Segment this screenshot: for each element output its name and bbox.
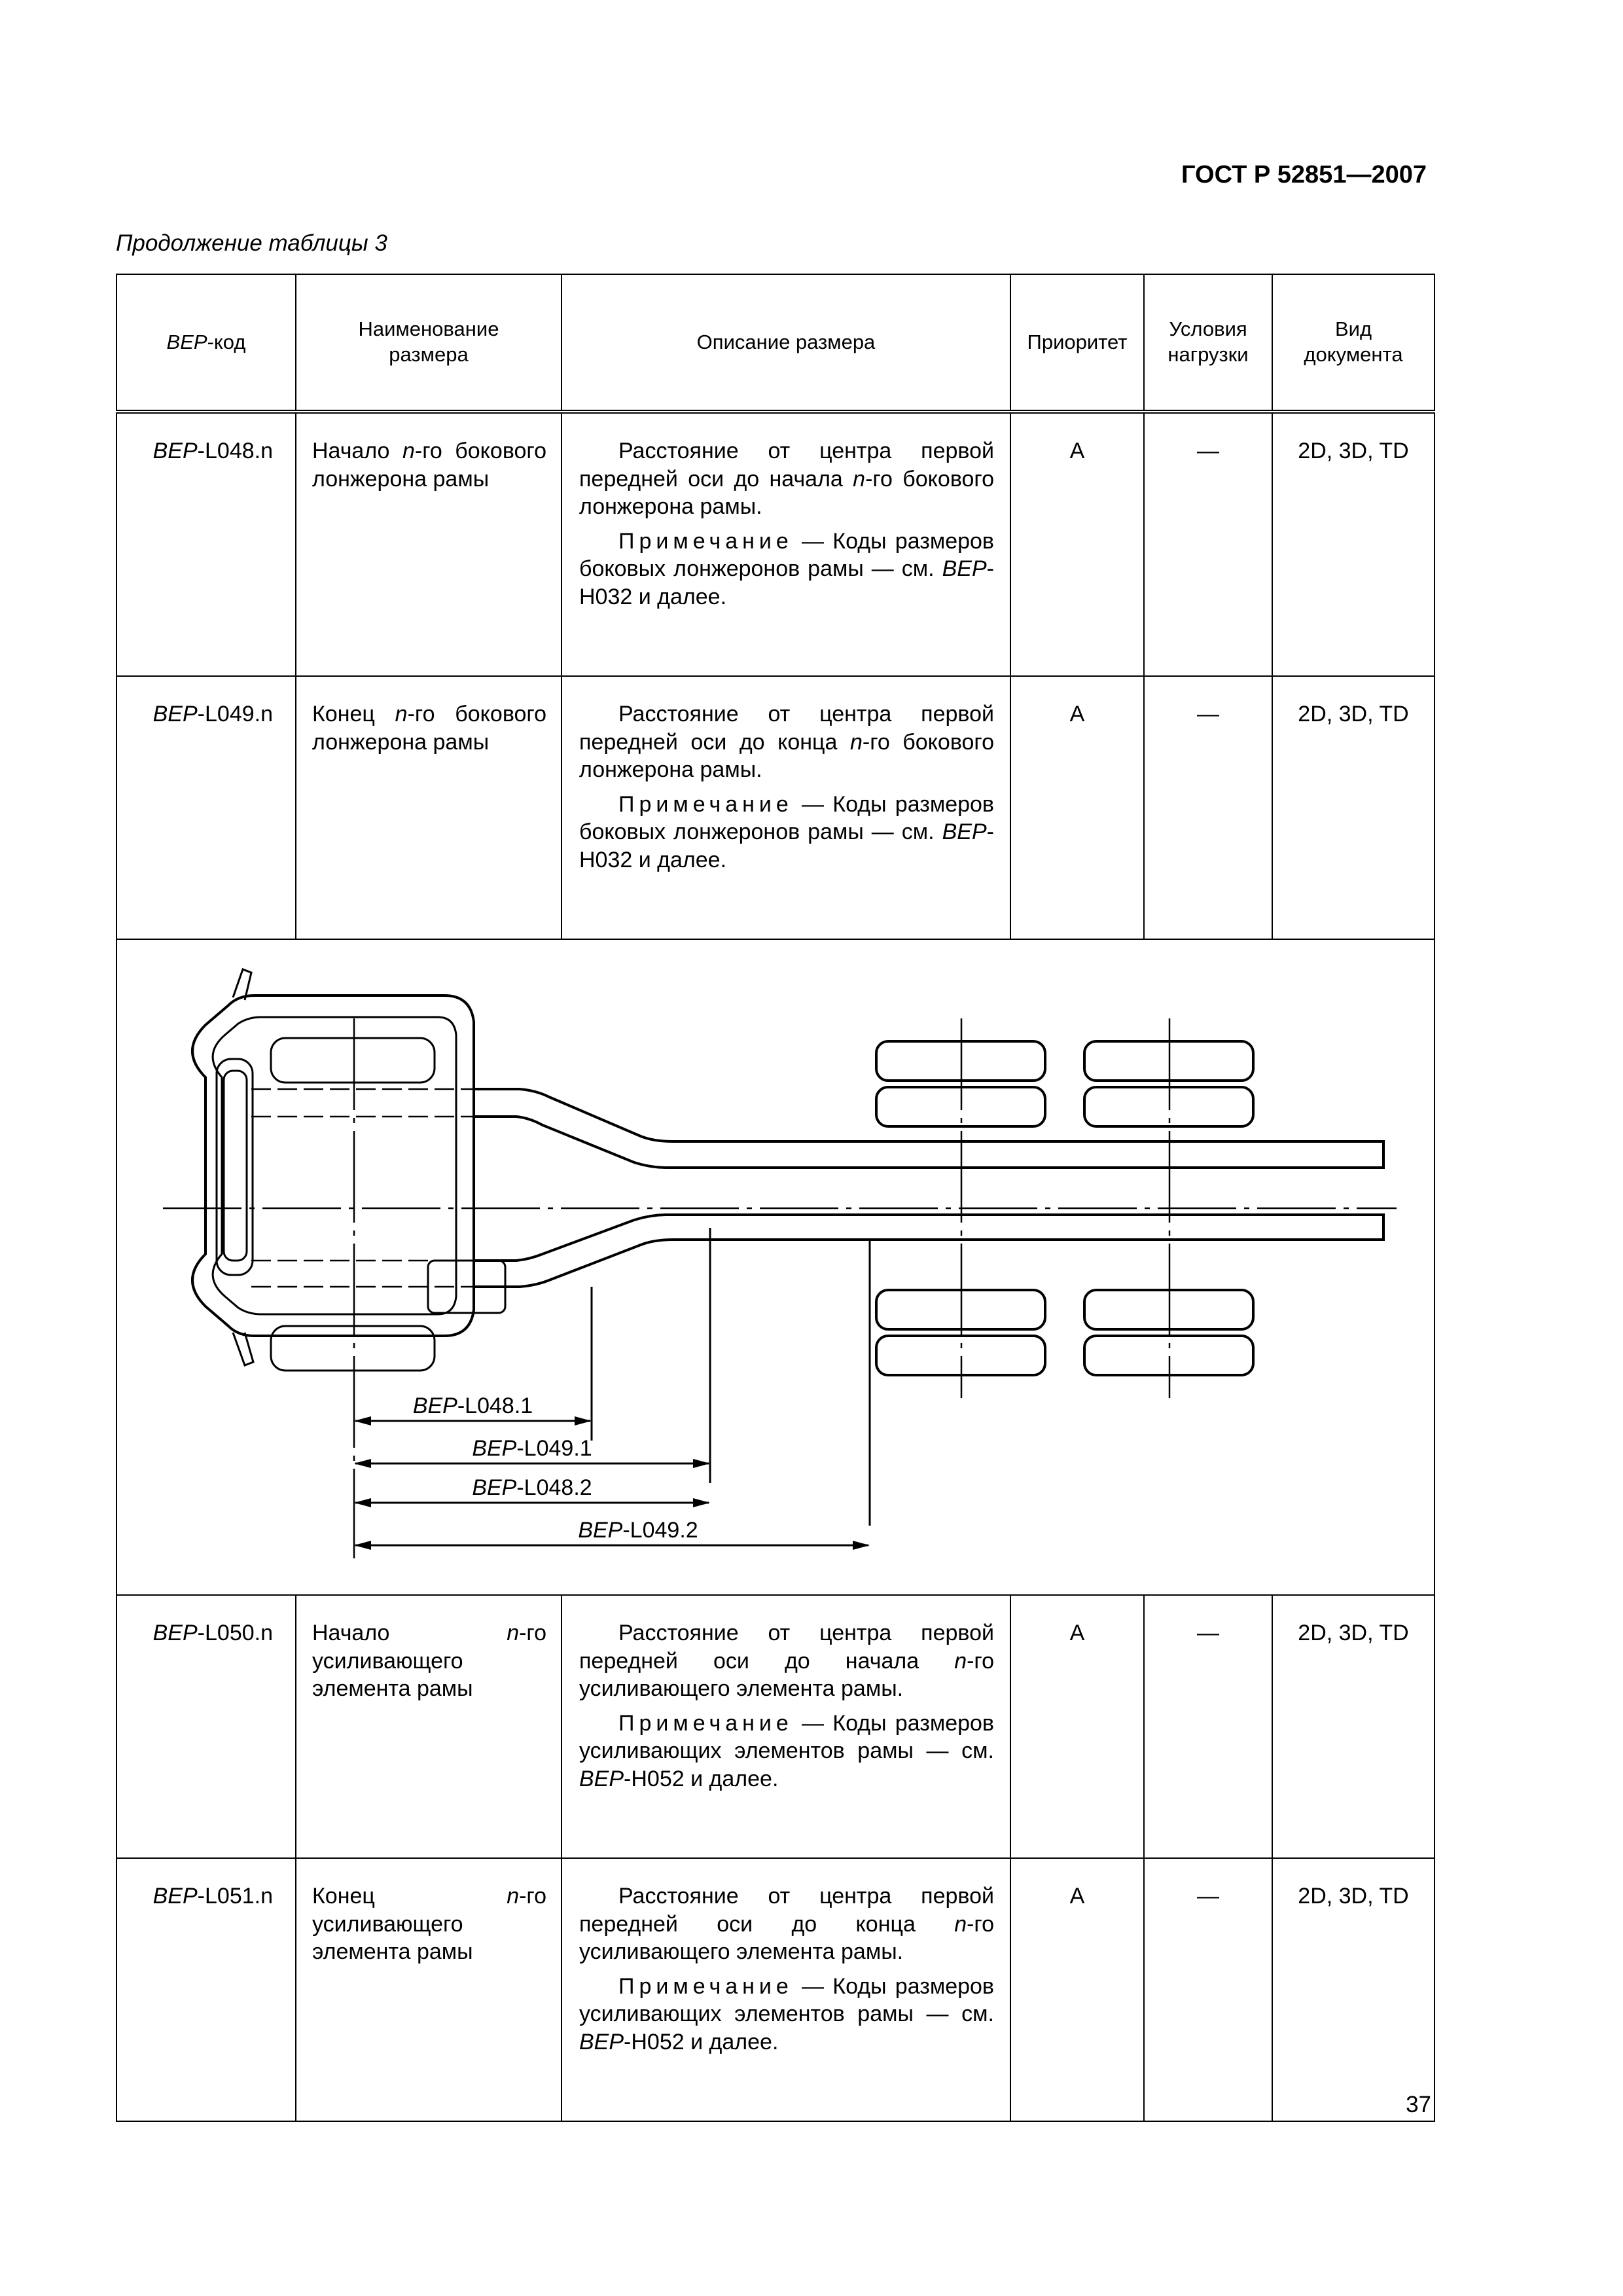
table-row: BEP-L049.n Конец n-го бокового лонжерона… [116, 675, 1435, 940]
dimension-arrow [354, 1498, 371, 1507]
cab-inner [211, 1016, 457, 1316]
cell-code: BEP-L049.n [116, 675, 296, 940]
dimension-arrow [575, 1416, 592, 1426]
description-text: Расстояние от центра первой передней оси… [579, 1884, 994, 1964]
table-header-row: BEP-код Наименование размера Описание ра… [116, 274, 1435, 414]
dimension-arrow [354, 1416, 371, 1426]
description-note: Примечание — Коды размеров усиливающих э… [579, 1973, 994, 2054]
description-note: Примечание — Коды размеров боковых лонже… [579, 791, 994, 872]
cell-name: Начало n-го усиливающего элемента рамы [295, 1594, 562, 1859]
dimension-label: BEP-L049.2 [578, 1518, 698, 1543]
header-name: Наименование размера [295, 274, 562, 414]
cab-left-panel-inner [223, 1069, 248, 1262]
cab-outline [191, 994, 475, 1337]
description-note: Примечание — Коды размеров боковых лонже… [579, 528, 994, 609]
description-text: Расстояние от центра первой передней оси… [579, 702, 994, 782]
dimension-arrow [693, 1459, 710, 1468]
cell-description: Расстояние от центра первой передней оси… [561, 1594, 1011, 1859]
cell-priority: A [1010, 1594, 1145, 1859]
cab-left-panel [215, 1058, 254, 1276]
dimension-label: BEP-L048.2 [472, 1475, 592, 1500]
cell-doc: 2D, 3D, TD [1272, 1594, 1435, 1859]
cell-priority: A [1010, 675, 1145, 940]
cell-load: — [1143, 1594, 1273, 1859]
cell-doc: 2D, 3D, TD [1272, 411, 1435, 677]
dimension-arrow [853, 1541, 870, 1550]
table-caption: Продолжение таблицы 3 [116, 230, 387, 256]
dimension-label: BEP-L049.1 [472, 1436, 592, 1461]
description-text: Расстояние от центра первой передней оси… [579, 1621, 994, 1701]
header-doc: Вид документа [1272, 274, 1435, 414]
cell-name: Конец n-го бокового лонжерона рамы [295, 675, 562, 940]
header-code: BEP-код [116, 274, 296, 414]
dimension-label: BEP-L048.1 [413, 1393, 533, 1418]
page-number: 37 [1406, 2092, 1431, 2117]
header-priority: Приоритет [1010, 274, 1145, 414]
frame-rail-top [474, 1088, 1385, 1169]
cell-description: Расстояние от центра первой передней оси… [561, 411, 1011, 677]
cell-doc: 2D, 3D, TD [1272, 675, 1435, 940]
description-text: Расстояние от центра первой передней оси… [579, 439, 994, 519]
mirror-bottom [232, 1332, 255, 1367]
cell-priority: A [1010, 411, 1145, 677]
cell-load: — [1143, 675, 1273, 940]
table-row: BEP-L051.n Конец n-го усиливающего элеме… [116, 1857, 1435, 2122]
cell-description: Расстояние от центра первой передней оси… [561, 1857, 1011, 2122]
document-header: ГОСТ Р 52851—2007 [1181, 161, 1427, 188]
dimension-arrow [354, 1541, 371, 1550]
frame-rail-bottom [474, 1213, 1385, 1288]
cell-name: Начало n-го бокового лонжерона рамы [295, 411, 562, 677]
cell-code: BEP-L048.n [116, 411, 296, 677]
dimension-arrow [693, 1498, 710, 1507]
cell-name: Конец n-го усиливающего элемента рамы [295, 1857, 562, 2122]
description-note: Примечание — Коды размеров усиливающих э… [579, 1710, 994, 1791]
header-description: Описание размера [561, 274, 1011, 414]
cell-doc: 2D, 3D, TD [1272, 1857, 1435, 2122]
table-row: BEP-L048.n Начало n-го бокового лонжерон… [116, 411, 1435, 677]
cell-code: BEP-L050.n [116, 1594, 296, 1859]
cell-description: Расстояние от центра первой передней оси… [561, 675, 1011, 940]
cell-code: BEP-L051.n [116, 1857, 296, 2122]
cell-load: — [1143, 1857, 1273, 2122]
front-wheel-bottom [270, 1325, 436, 1372]
mirror-top [232, 968, 253, 1001]
cell-load: — [1143, 411, 1273, 677]
front-wheel-top [270, 1037, 436, 1084]
cell-priority: A [1010, 1857, 1145, 2122]
dimensions-table: BEP-код Наименование размера Описание ра… [116, 274, 1435, 2122]
dimension-arrow [354, 1459, 371, 1468]
header-load: Условия нагрузки [1143, 274, 1273, 414]
table-row: BEP-L050.n Начало n-го усиливающего элем… [116, 1594, 1435, 1859]
